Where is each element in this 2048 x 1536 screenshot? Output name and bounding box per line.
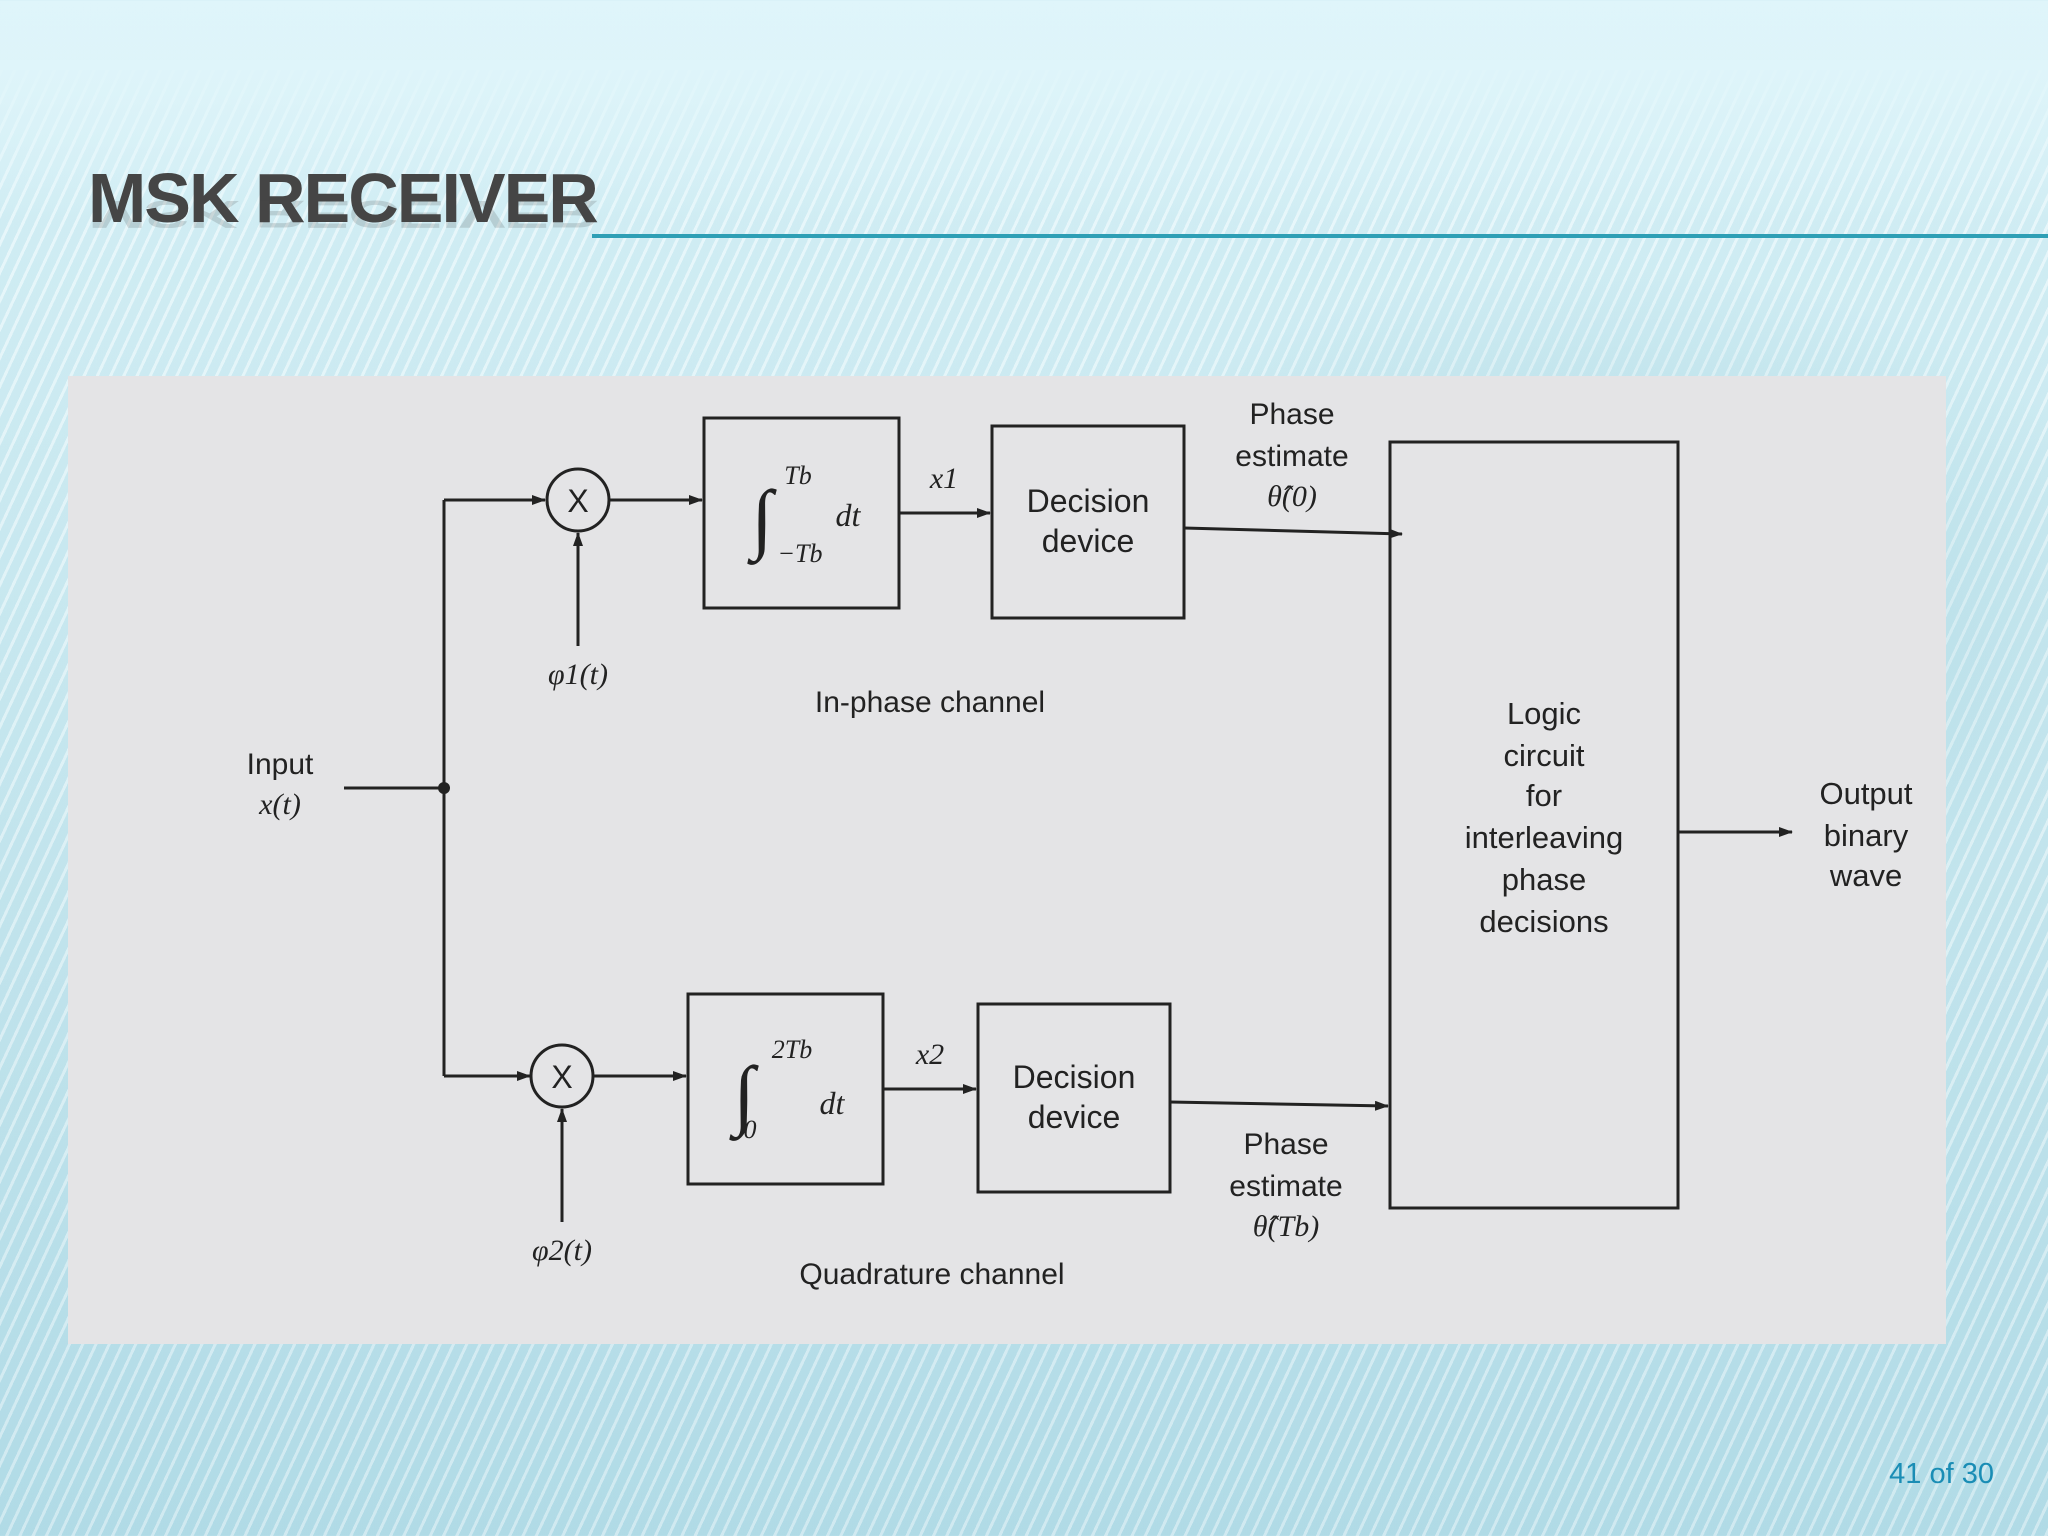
quadrature-dt: dt — [820, 1085, 846, 1121]
quadrature-decision-line2: device — [1028, 1099, 1121, 1135]
inphase-dt: dt — [836, 497, 862, 533]
phase0-arrow — [1183, 526, 1403, 539]
output-line-3: wave — [1829, 858, 1902, 893]
quadrature-decision-device — [976, 1002, 1172, 1194]
quadrature-integral-sign: ∫ — [728, 1050, 759, 1141]
title-group: MSK RECEIVER MSK RECEIVER — [88, 158, 599, 238]
inphase-integrator — [702, 416, 901, 610]
input-label: Input — [247, 748, 314, 781]
junction-dot — [438, 782, 450, 794]
inphase-decision-device — [990, 424, 1186, 620]
inphase-lower-limit: −Tb — [777, 539, 822, 568]
slide-title: MSK RECEIVER — [88, 159, 599, 237]
output-line-2: binary — [1824, 818, 1909, 853]
quadrature-integrator — [686, 992, 885, 1186]
inphase-decision-line1: Decision — [1027, 483, 1150, 519]
quadrature-lower-limit: 0 — [744, 1115, 757, 1144]
x2-label: x2 — [915, 1038, 944, 1071]
inphase-decision-line2: device — [1042, 523, 1135, 559]
phaseTb-line2: estimate — [1229, 1170, 1342, 1203]
phi2-label: φ2(t) — [532, 1234, 592, 1267]
phase0-value: θ̂(0) — [1267, 480, 1317, 513]
logic-line-2: circuit — [1504, 738, 1585, 773]
phase0-line2: estimate — [1235, 440, 1348, 473]
title-underline — [592, 234, 2048, 238]
phaseTb-value: θ̂(Tb) — [1253, 1210, 1319, 1243]
quadrature-decision-line1: Decision — [1013, 1059, 1136, 1095]
slide-title-reflection: MSK RECEIVER — [88, 192, 597, 236]
phi1-label: φ1(t) — [548, 658, 608, 691]
page-number: 41 of 30 — [1889, 1458, 1994, 1490]
diagram-panel: X X Input x(t) φ1(t) φ2(t) ∫ Tb −Tb dt ∫… — [68, 376, 1946, 1344]
quadrature-upper-limit: 2Tb — [772, 1035, 812, 1064]
logic-line-1: Logic — [1507, 696, 1581, 731]
background-fade — [0, 60, 2048, 220]
output-line-1: Output — [1819, 776, 1912, 811]
inphase-multiplier-symbol: X — [567, 483, 588, 519]
inphase-integral-sign: ∫ — [746, 474, 777, 565]
quadrature-multiplier-symbol: X — [551, 1059, 572, 1095]
inphase-channel-label: In-phase channel — [815, 686, 1045, 719]
logic-circuit-box — [1388, 440, 1680, 1210]
phase0-line1: Phase — [1249, 398, 1334, 431]
logic-line-3: for — [1526, 778, 1562, 813]
input-signal-label: x(t) — [258, 788, 301, 821]
phaseTb-arrow — [1169, 1100, 1389, 1111]
phaseTb-line1: Phase — [1243, 1128, 1328, 1161]
msk-receiver-diagram: X X Input x(t) φ1(t) φ2(t) ∫ Tb −Tb dt ∫… — [247, 398, 1913, 1291]
quadrature-channel-label: Quadrature channel — [799, 1258, 1064, 1291]
logic-line-5: phase — [1502, 862, 1586, 897]
logic-line-4: interleaving — [1465, 820, 1624, 855]
logic-line-6: decisions — [1479, 904, 1608, 939]
inphase-upper-limit: Tb — [784, 461, 811, 490]
x1-label: x1 — [929, 462, 958, 495]
